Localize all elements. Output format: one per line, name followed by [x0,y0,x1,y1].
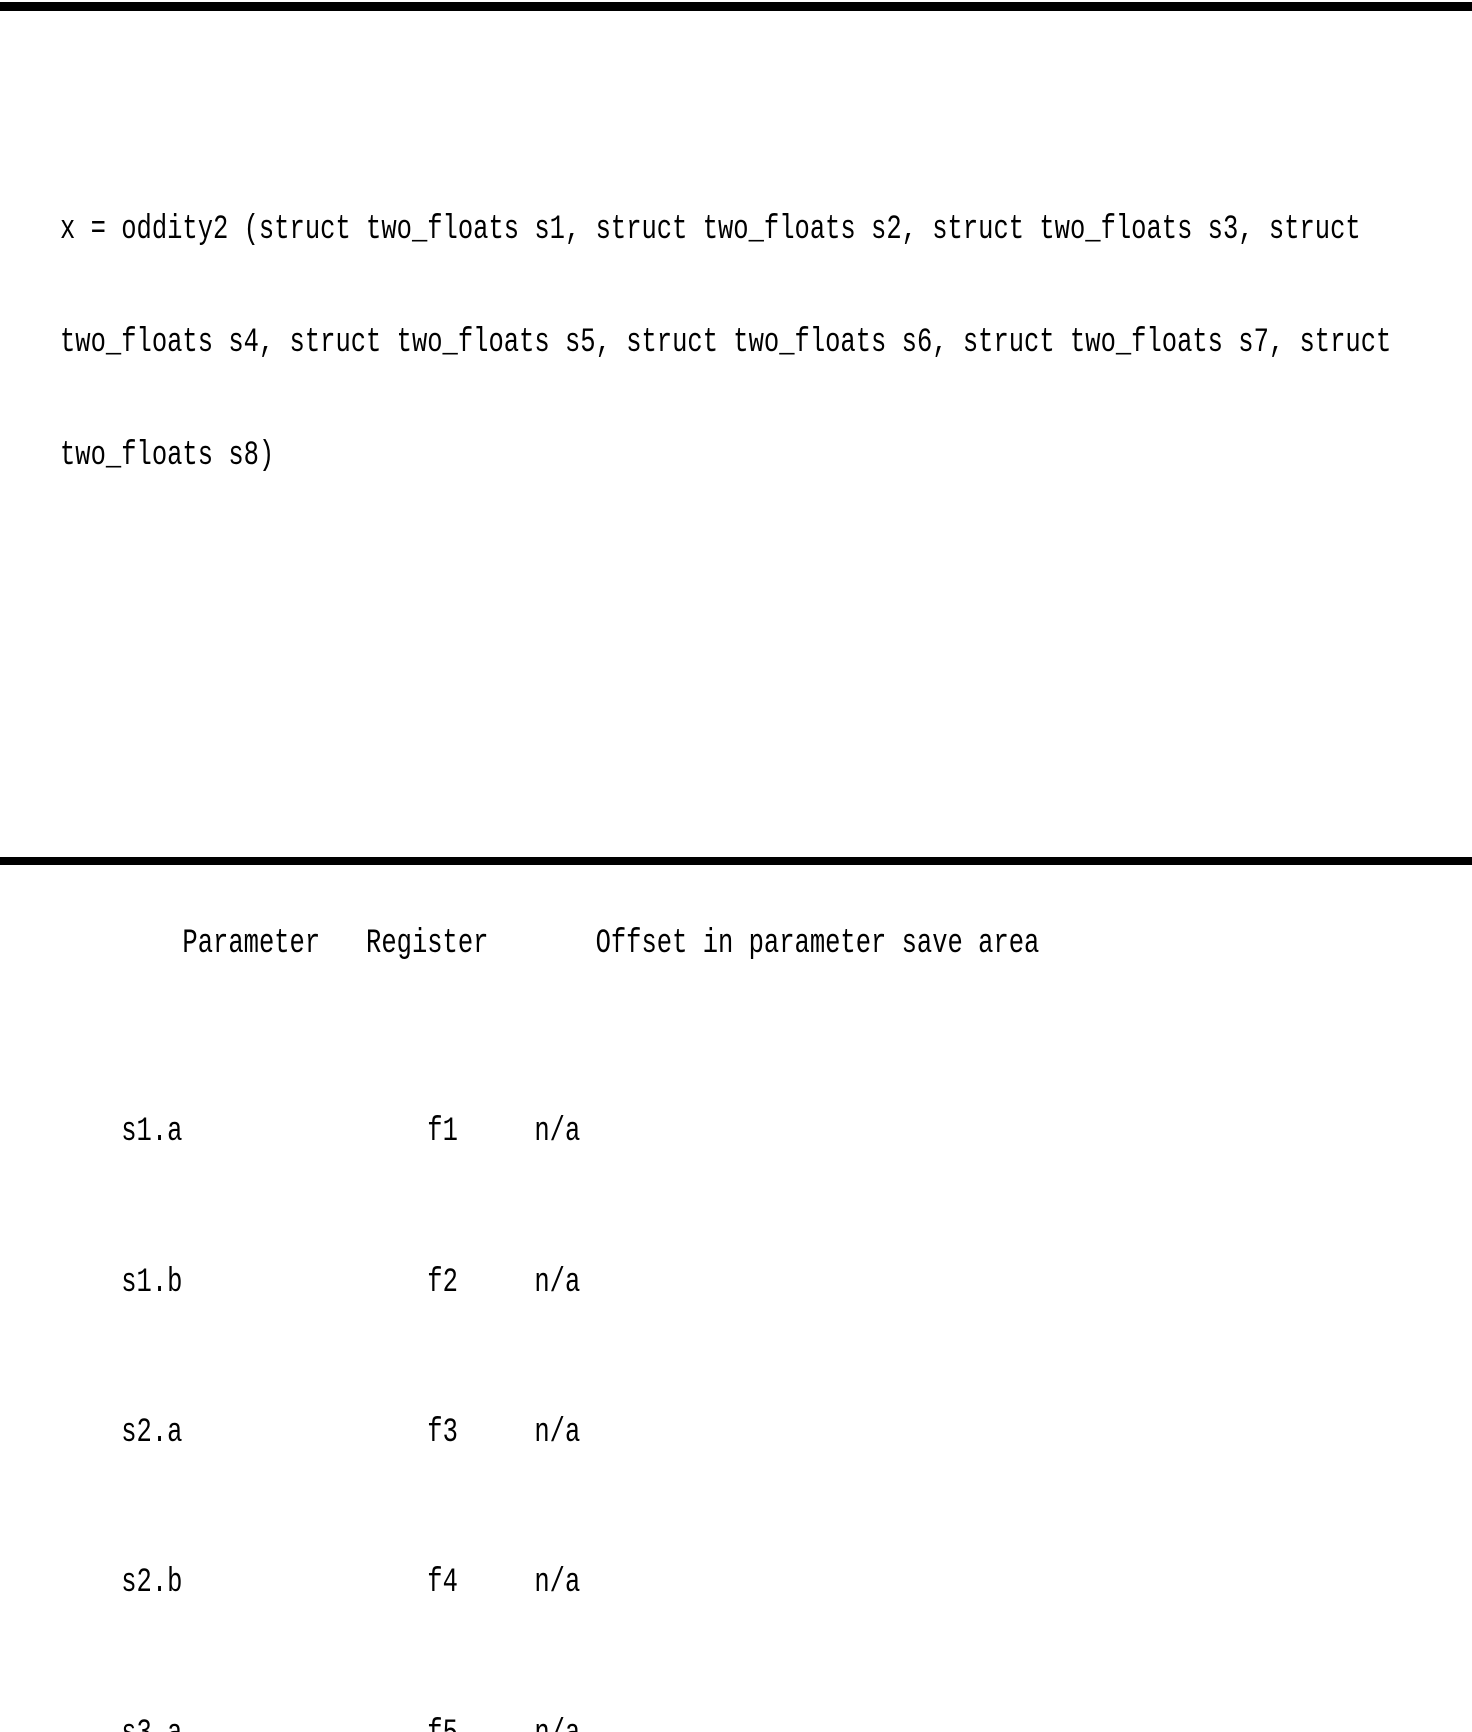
blank-line [60,663,1472,701]
column-header-register: Register [366,925,489,964]
table-row: s2.b f4 n/a [60,1528,1472,1603]
parameter-table: Parameter Register Offset in parameter sav… [60,813,1472,1732]
register-cell: f4 [427,1564,458,1603]
register-cell: f3 [427,1413,458,1452]
register-cell: f5 [427,1715,534,1732]
table-row: s2.a f3 n/a [60,1377,1472,1452]
column-header-parameter: Parameter [182,925,321,964]
parameter-cell: s2.b [121,1564,183,1603]
offset-cell: n/a [534,1715,580,1732]
figure-content: x = oddity2 (struct two_floats s1, struc… [60,24,1472,1732]
register-cell: f2 [427,1263,458,1302]
parameter-cell: s3.a [121,1715,427,1732]
register-cell: f1 [427,1113,458,1152]
parameter-cell: s2.a [121,1413,183,1452]
table-row: s1.a f1 n/a [60,1077,1472,1151]
offset-cell: n/a [534,1564,581,1603]
column-header-offset: Offset in parameter save area [595,925,1040,964]
table-row: s3.af5n/a [60,1678,1472,1732]
code-signature-line-2: two_floats s4, struct two_floats s5, str… [60,323,1392,362]
bottom-rule [0,857,1472,865]
table-header-row: Parameter Register Offset in parameter sav… [60,889,1472,963]
offset-cell: n/a [534,1413,581,1452]
code-signature: x = oddity2 (struct two_floats s1, struc… [60,137,1472,551]
code-signature-line-1: x = oddity2 (struct two_floats s1, struc… [60,210,1361,249]
offset-cell: n/a [534,1263,581,1302]
parameter-cell: s1.a [121,1113,183,1152]
offset-cell: n/a [534,1113,581,1152]
parameter-cell: s1.b [121,1263,183,1302]
table-row: s1.b f2 n/a [60,1227,1472,1302]
code-signature-line-3: two_floats s8) [60,436,275,475]
top-rule [0,2,1472,11]
